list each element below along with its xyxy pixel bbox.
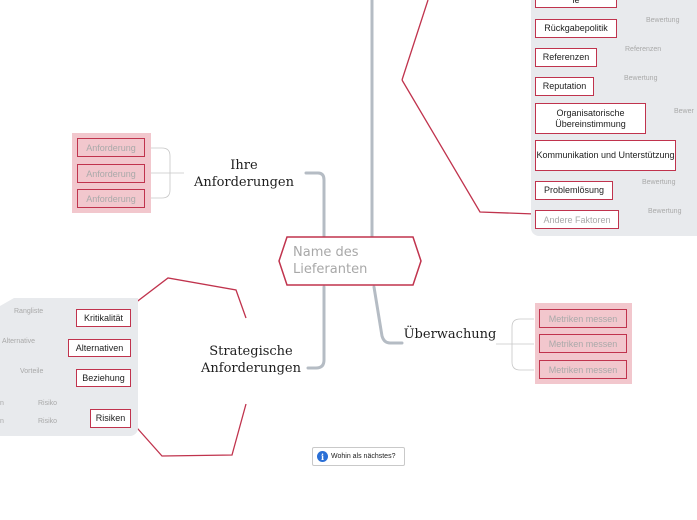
faktor-node-referenzen[interactable]: Referenzen — [535, 48, 597, 67]
strategisch-node-risiken[interactable]: Risiken — [90, 409, 131, 428]
tag-bewertung: Bewertung — [646, 17, 680, 24]
anforderung-label: Anforderung — [86, 168, 136, 179]
connector-strategisch-top — [117, 277, 247, 319]
faktor-node-problemloesung[interactable]: Problemlösung — [535, 181, 613, 200]
anforderung-item[interactable]: Anforderung — [77, 138, 145, 157]
tag-risiko: Risiko — [38, 400, 58, 407]
faktor-label: ie — [572, 0, 579, 6]
center-node[interactable]: Name des Lieferanten — [293, 245, 368, 277]
anforderung-item[interactable]: Anforderung — [77, 189, 145, 208]
connector-strategisch — [306, 285, 326, 370]
tag-rangliste: Rangliste — [14, 308, 44, 315]
faktor-node-andere[interactable]: Andere Faktoren — [535, 210, 619, 229]
bracket-ueberwachung — [496, 318, 534, 371]
tag-bewertung: Bewer — [674, 108, 694, 115]
tag-bewertung: Bewertung — [648, 208, 682, 215]
metriken-label: Metriken messen — [548, 313, 618, 324]
faktor-label: Kommunikation und Unterstützung — [536, 150, 675, 160]
tag-vorteile: Vorteile — [20, 368, 44, 375]
anforderung-label: Anforderung — [86, 142, 136, 153]
faktor-node-rueckgabepolitik[interactable]: Rückgabepolitik — [535, 19, 617, 38]
center-node-shape — [278, 236, 422, 286]
tag-referenzen: Referenzen — [625, 46, 662, 53]
faktor-label: Problemlösung — [543, 185, 605, 195]
connector-faktoren-bottom — [401, 79, 536, 215]
branch-label-strategisch[interactable]: Strategische Anforderungen — [201, 344, 301, 376]
strategisch-node-beziehung[interactable]: Beziehung — [76, 369, 131, 387]
tag-subnode: n — [0, 400, 4, 407]
connector-anforderungen — [304, 171, 326, 238]
faktor-node-partial[interactable]: ie — [535, 0, 617, 8]
next-steps-label: Wohin als nächstes? — [331, 453, 396, 460]
info-icon: i — [317, 451, 328, 462]
tag-bewertung: Bewertung — [642, 179, 676, 186]
faktor-node-organisatorisch[interactable]: Organisatorische Übereinstimmung — [535, 103, 646, 134]
metriken-label: Metriken messen — [548, 364, 618, 375]
anforderung-label: Anforderung — [86, 193, 136, 204]
faktor-node-kommunikation[interactable]: Kommunikation und Unterstützung — [535, 140, 676, 171]
faktor-label: Rückgabepolitik — [544, 23, 608, 33]
metriken-item[interactable]: Metriken messen — [539, 360, 627, 379]
anforderung-item[interactable]: Anforderung — [77, 164, 145, 183]
tag-bewertung: Bewertung — [624, 75, 658, 82]
faktor-label: Organisatorische Übereinstimmung — [555, 107, 626, 129]
tag-alternative: Alternative — [2, 338, 36, 345]
strategisch-label: Kritikalität — [83, 312, 123, 323]
metriken-item[interactable]: Metriken messen — [539, 309, 627, 328]
faktor-label: Reputation — [542, 81, 587, 91]
connector-faktoren-top — [401, 0, 429, 81]
strategisch-label: Alternativen — [75, 342, 124, 353]
next-steps-button[interactable]: i Wohin als nächstes? — [312, 447, 405, 466]
tag-subnode: n — [0, 418, 4, 425]
branch-label-anforderungen[interactable]: Ihre Anforderungen — [194, 158, 294, 190]
tag-risiko: Risiko — [38, 418, 58, 425]
metriken-label: Metriken messen — [548, 338, 618, 349]
connector-ueberwachung — [372, 285, 404, 345]
strategisch-label: Risiken — [95, 413, 126, 423]
faktor-label: Referenzen — [542, 52, 590, 62]
faktor-label: Andere Faktoren — [543, 214, 611, 225]
branch-label-ueberwachung[interactable]: Überwachung — [403, 327, 497, 342]
strategisch-node-kritikalitaet[interactable]: Kritikalität — [76, 309, 131, 327]
connector-strategisch-bottom — [129, 403, 247, 457]
metriken-item[interactable]: Metriken messen — [539, 334, 627, 353]
strategisch-label: Beziehung — [82, 372, 125, 383]
faktor-node-reputation[interactable]: Reputation — [535, 77, 594, 96]
strategisch-node-alternativen[interactable]: Alternativen — [68, 339, 131, 357]
